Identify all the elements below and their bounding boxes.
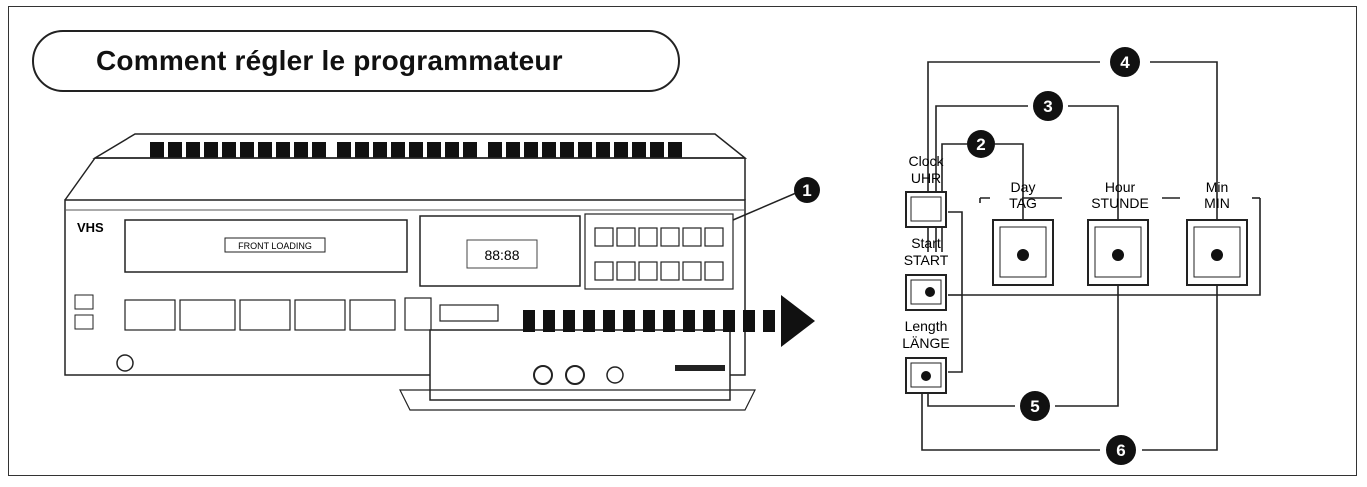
day-label-top: Day	[1011, 179, 1036, 195]
start-label-bottom: START	[904, 252, 949, 268]
title-banner: Comment régler le programmateur	[32, 30, 680, 92]
hour-label-bottom: STUNDE	[1091, 195, 1149, 211]
step-4-marker	[1110, 47, 1140, 77]
min-label-top: Min	[1206, 179, 1229, 195]
vcr-brand: VHS	[77, 220, 104, 235]
hour-label-top: Hour	[1105, 179, 1136, 195]
program-keypad	[584, 213, 734, 290]
display-digits: 88:88	[484, 247, 519, 263]
length-label-top: Length	[905, 318, 948, 334]
step-6-number: 6	[1116, 441, 1125, 460]
step-2-number: 2	[976, 135, 985, 154]
page-title: Comment régler le programmateur	[96, 45, 563, 76]
step-3-marker	[1033, 91, 1063, 121]
vcr-illustration: VHS FRONT LOADING 88:88 1	[64, 133, 820, 411]
step-6-marker	[1106, 435, 1136, 465]
day-label-bottom: TAG	[1009, 195, 1037, 211]
step-5-number: 5	[1030, 397, 1039, 416]
vent-slots	[150, 142, 682, 158]
step-4-number: 4	[1120, 53, 1130, 72]
dashed-arrow	[523, 295, 815, 347]
step-3-number: 3	[1043, 97, 1052, 116]
clock-label-top: Clock	[908, 153, 944, 169]
figure-frame	[8, 6, 1357, 476]
transport-buttons	[124, 297, 499, 331]
step-1-marker	[794, 177, 820, 203]
button-diagram: Clock UHR Start START Length LÄNGE Day T…	[902, 47, 1261, 465]
tray-label: FRONT LOADING	[238, 241, 312, 251]
start-label-top: Start	[911, 235, 941, 251]
length-label-bottom: LÄNGE	[902, 335, 949, 351]
min-label-bottom: MIN	[1204, 195, 1230, 211]
step-2-marker	[967, 130, 995, 158]
step-1-number: 1	[802, 181, 811, 200]
clock-label-bottom: UHR	[911, 170, 941, 186]
step-5-marker	[1020, 391, 1050, 421]
